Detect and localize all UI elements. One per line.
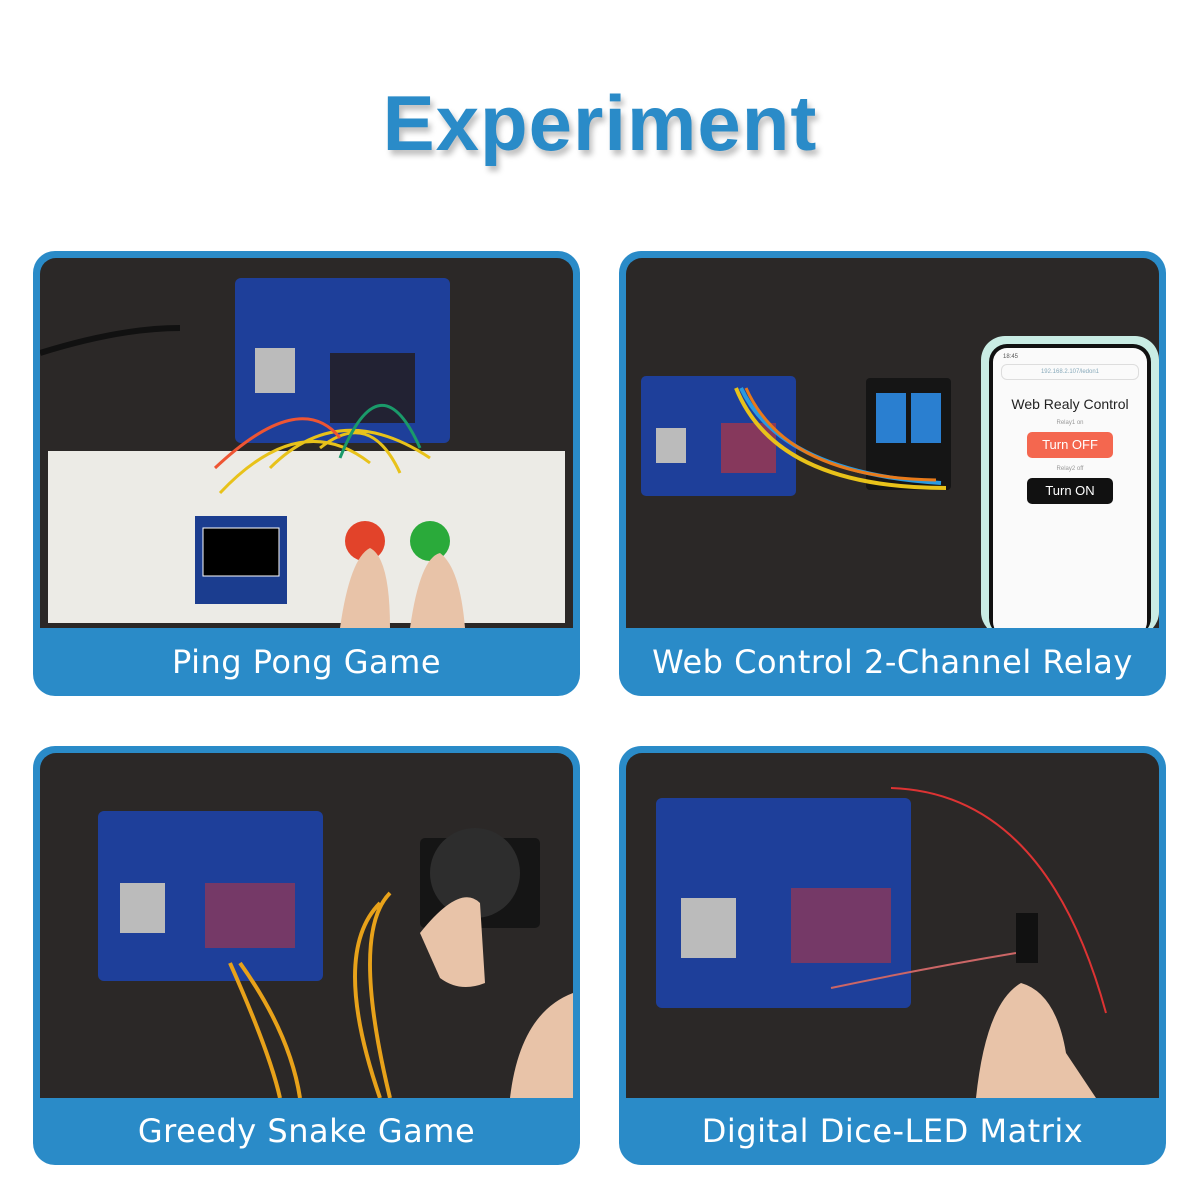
card-ping-pong: Ping Pong Game (33, 251, 580, 696)
phone: 18:45 192.168.2.107/ledon1 Web Realy Con… (981, 336, 1159, 628)
page-title: Experiment (382, 79, 818, 167)
card-caption: Digital Dice-LED Matrix (701, 1112, 1084, 1150)
card-web-relay: 18:45 192.168.2.107/ledon1 Web Realy Con… (619, 251, 1166, 696)
card-caption: Ping Pong Game (171, 643, 441, 681)
photo-digital-dice (626, 753, 1159, 1098)
photo-web-relay: 18:45 192.168.2.107/ledon1 Web Realy Con… (626, 258, 1159, 628)
card-digital-dice: Digital Dice-LED Matrix (619, 746, 1166, 1165)
web-page-title: Web Realy Control (1011, 396, 1129, 412)
photo-ping-pong (40, 258, 573, 628)
phone-time: 18:45 (1003, 354, 1019, 360)
url-bar[interactable]: 192.168.2.107/ledon1 (1001, 364, 1139, 380)
photo-greedy-snake (40, 753, 573, 1098)
turn-on-button[interactable]: Turn ON (1027, 478, 1113, 504)
relay2-status: Relay2 off (1056, 466, 1084, 472)
relay1-status: Relay1 on (1056, 420, 1084, 426)
card-caption: Web Control 2-Channel Relay (652, 643, 1133, 681)
phone-screen: 18:45 192.168.2.107/ledon1 Web Realy Con… (993, 348, 1147, 628)
card-caption: Greedy Snake Game (137, 1112, 476, 1150)
turn-off-button[interactable]: Turn OFF (1027, 432, 1113, 458)
card-greedy-snake: Greedy Snake Game (33, 746, 580, 1165)
